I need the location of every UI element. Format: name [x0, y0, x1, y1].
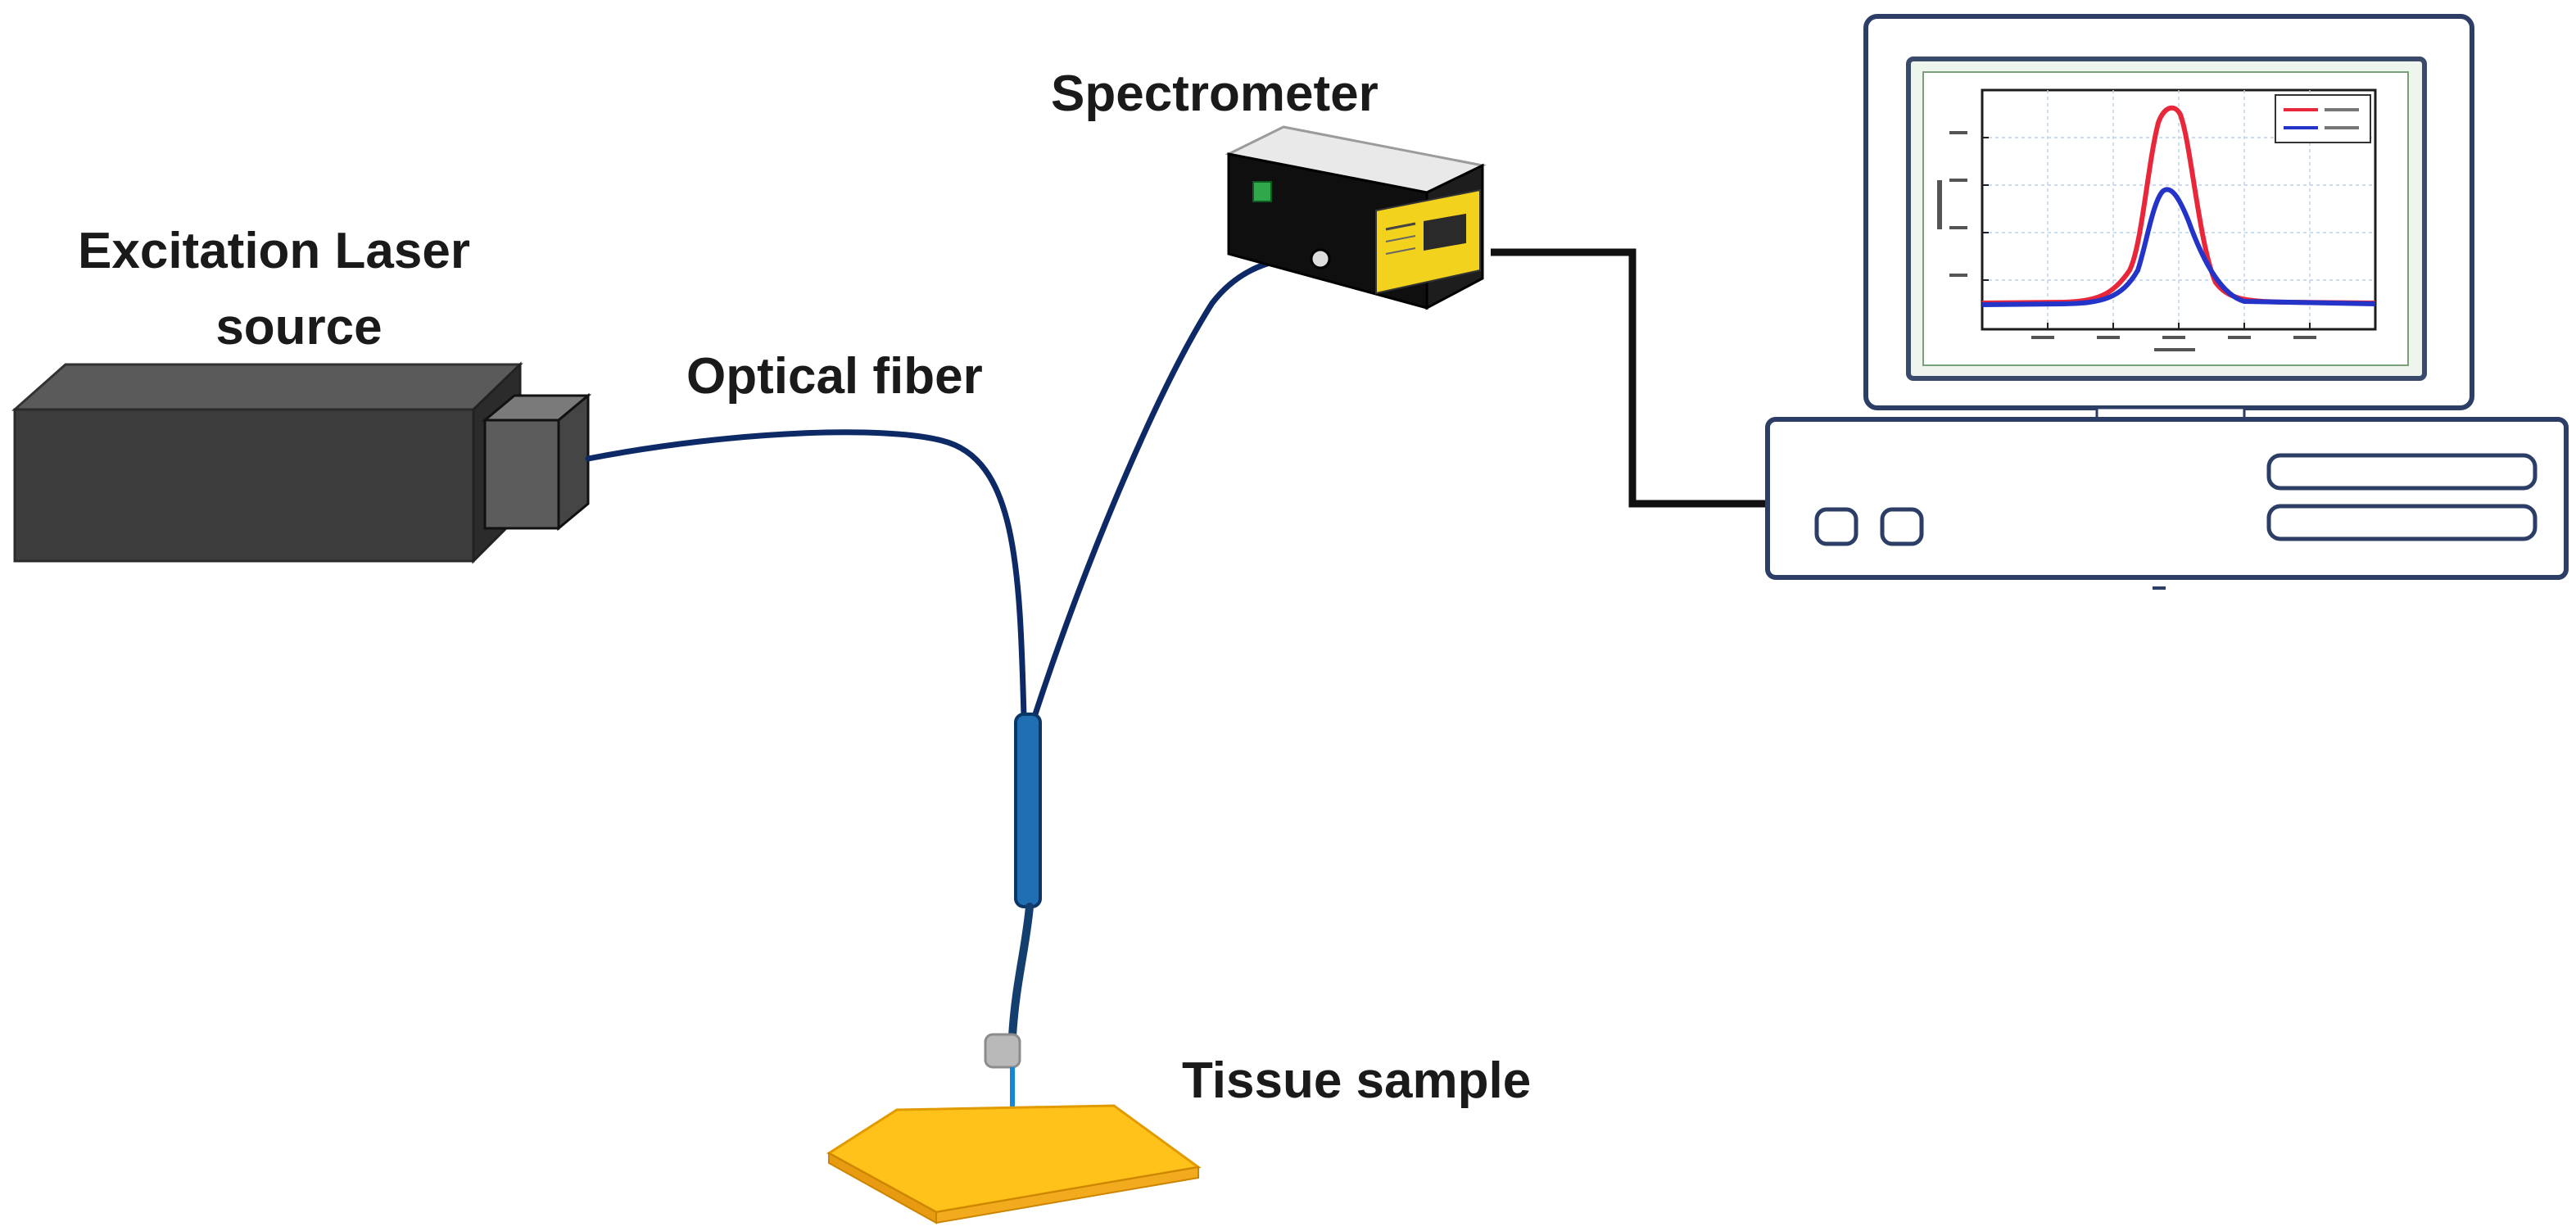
spectrum-red-curve [1981, 105, 2376, 305]
drive-slot-bottom [2266, 504, 2538, 541]
tissue-sample-icon [826, 1104, 1202, 1224]
optical-fiber-icon [585, 255, 1322, 720]
button-1 [1814, 507, 1858, 546]
tissue-sample-label: Tissue sample [1182, 1052, 1531, 1109]
spectrometer-icon [1225, 125, 1487, 310]
drive-slot-top [2266, 453, 2538, 491]
laser-label-line2: source [215, 299, 382, 355]
fiber-to-spectrometer [1031, 255, 1322, 720]
spectrometer-label: Spectrometer [1051, 66, 1379, 122]
plot-legend [2275, 94, 2371, 143]
optical-fiber-label: Optical fiber [686, 348, 983, 405]
laser-label-line1: Excitation Laser [78, 223, 470, 279]
spectrum-blue-curve [1981, 187, 2376, 307]
laser-source-icon [11, 361, 592, 564]
data-cable [1491, 248, 1768, 508]
computer-icon [1765, 14, 2569, 590]
button-2 [1880, 507, 1924, 546]
fiber-from-laser [585, 429, 1027, 720]
spectrum-plot-icon [1937, 88, 2377, 351]
fiber-probe-icon [984, 713, 1042, 1153]
